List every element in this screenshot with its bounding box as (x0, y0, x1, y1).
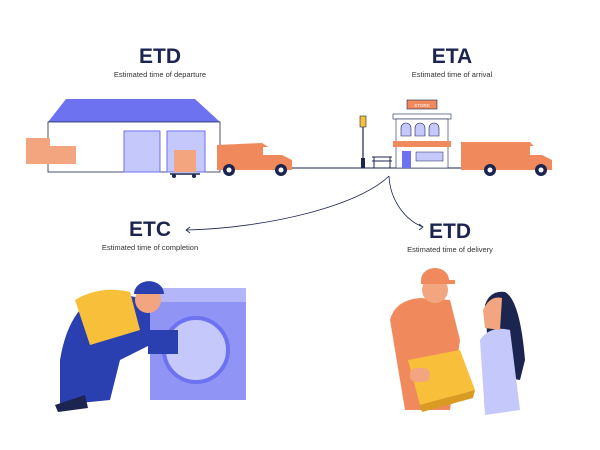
etc-completion-label: ETC Estimated time of completion (70, 218, 230, 253)
etd-departure-label: ETD Estimated time of departure (80, 45, 240, 80)
label-abbr: ETA (431, 45, 473, 68)
label-abbr: ETC (129, 218, 171, 241)
street-lamp-icon (359, 115, 367, 168)
eta-arrival-label: ETA Estimated time of arrival (372, 45, 532, 80)
bench-icon (372, 156, 392, 168)
technician-icon (55, 281, 178, 412)
label-text: Estimated time of arrival (411, 70, 493, 79)
label-abbr: ETD (139, 45, 181, 68)
store-sign-text: STORE (414, 103, 429, 108)
customer-icon (480, 291, 525, 415)
label-text: Estimated time of delivery (407, 245, 493, 254)
package-icon (408, 350, 475, 412)
store-icon: STORE (392, 99, 452, 169)
label-abbr: ETD (429, 220, 471, 243)
washing-machine-icon (150, 288, 246, 400)
label-text: Estimated time of completion (101, 243, 199, 252)
arrow-to-completion (185, 175, 390, 231)
van-icon (217, 143, 292, 176)
arrow-to-delivery (388, 175, 424, 228)
label-text: Estimated time of departure (113, 70, 207, 79)
etd-delivery-label: ETD Estimated time of delivery (370, 220, 530, 255)
van-icon (461, 142, 552, 176)
warehouse-icon (26, 99, 221, 178)
